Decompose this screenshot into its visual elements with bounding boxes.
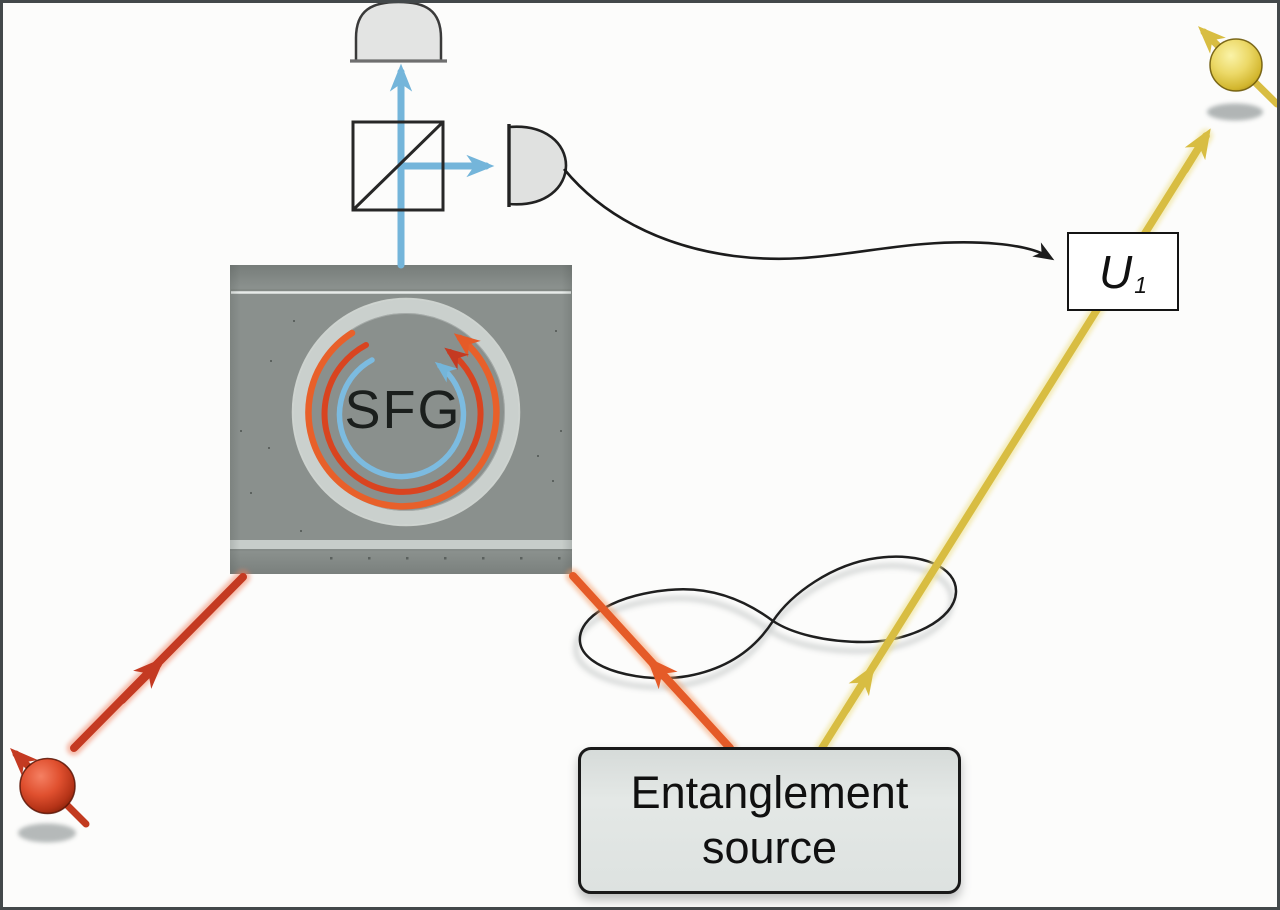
- red-qubit-sphere: [19, 757, 76, 815]
- orange-beam-arrow: [646, 656, 692, 706]
- yellow-beam-top-arrow: [1181, 128, 1211, 174]
- yellow-beam-mid-arrow: [842, 664, 875, 714]
- red-beam-arrow: [118, 657, 165, 704]
- beam-splitter: [351, 120, 445, 212]
- beam-splitter-cube: [351, 120, 445, 212]
- sfg-chip-label: SFG: [344, 380, 462, 440]
- fiber-loop-shadow: [573, 563, 955, 690]
- qubit-shadow: [18, 823, 76, 843]
- red-photon-beam: [66, 569, 251, 756]
- fiber-loop: [573, 555, 958, 690]
- detector-top: [350, 0, 447, 63]
- detector-dome-icon: [507, 125, 568, 206]
- yellow-photon-beam: [815, 128, 1213, 755]
- chip-vignette-h: [230, 265, 572, 574]
- entanglement-source-line1: Entanglement: [630, 766, 909, 818]
- beam-splitter-diagonal: [351, 120, 445, 212]
- sfg-chip: [230, 265, 572, 574]
- yellow-qubit: [1198, 26, 1280, 121]
- red-qubit: [10, 748, 90, 843]
- unitary-subscript: 1: [1134, 272, 1148, 298]
- unitary-symbol: U: [1098, 245, 1133, 298]
- entanglement-source-line2: source: [701, 821, 838, 873]
- entanglement-source-box: Entanglement source: [578, 747, 961, 894]
- fiber-loop-line: [578, 555, 958, 680]
- yellow-beam-core: [818, 132, 1210, 752]
- detector-right: [507, 124, 568, 207]
- yellow-qubit-sphere: [1209, 38, 1263, 92]
- classical-feedforward-wire: [562, 168, 1055, 261]
- orange-photon-beam: [565, 568, 738, 756]
- unitary-correction-box: U 1: [1067, 232, 1179, 311]
- qubit-shadow: [1207, 103, 1263, 121]
- detector-dome-icon: [354, 0, 443, 63]
